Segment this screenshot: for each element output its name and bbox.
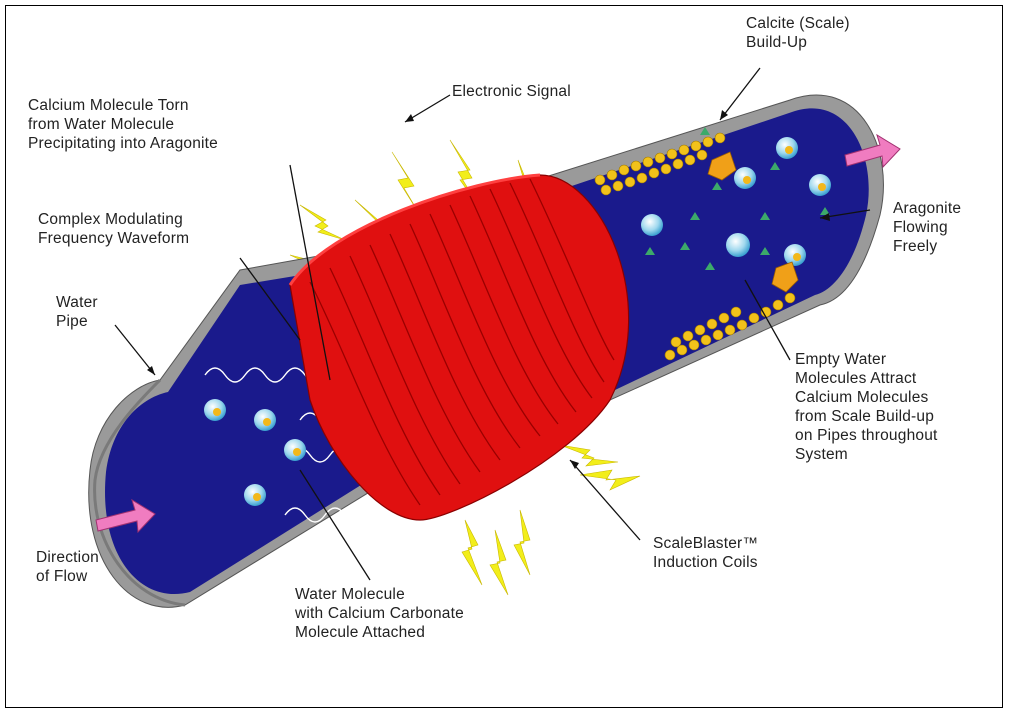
label-empty-water-molecules: Empty Water Molecules Attract Calcium Mo… xyxy=(795,350,938,464)
label-water-pipe: Water Pipe xyxy=(56,293,98,331)
label-calcite-scale: Calcite (Scale) Build-Up xyxy=(746,14,850,52)
label-aragonite-flowing: Aragonite Flowing Freely xyxy=(893,199,961,256)
label-calcium-molecule-torn: Calcium Molecule Torn from Water Molecul… xyxy=(28,96,218,153)
label-water-molecule-attached: Water Molecule with Calcium Carbonate Mo… xyxy=(295,585,464,642)
label-complex-waveform: Complex Modulating Frequency Waveform xyxy=(38,210,189,248)
label-scaleblaster-coils: ScaleBlaster™ Induction Coils xyxy=(653,534,758,572)
label-electronic-signal: Electronic Signal xyxy=(452,82,571,101)
label-direction-of-flow: Direction of Flow xyxy=(36,548,99,586)
